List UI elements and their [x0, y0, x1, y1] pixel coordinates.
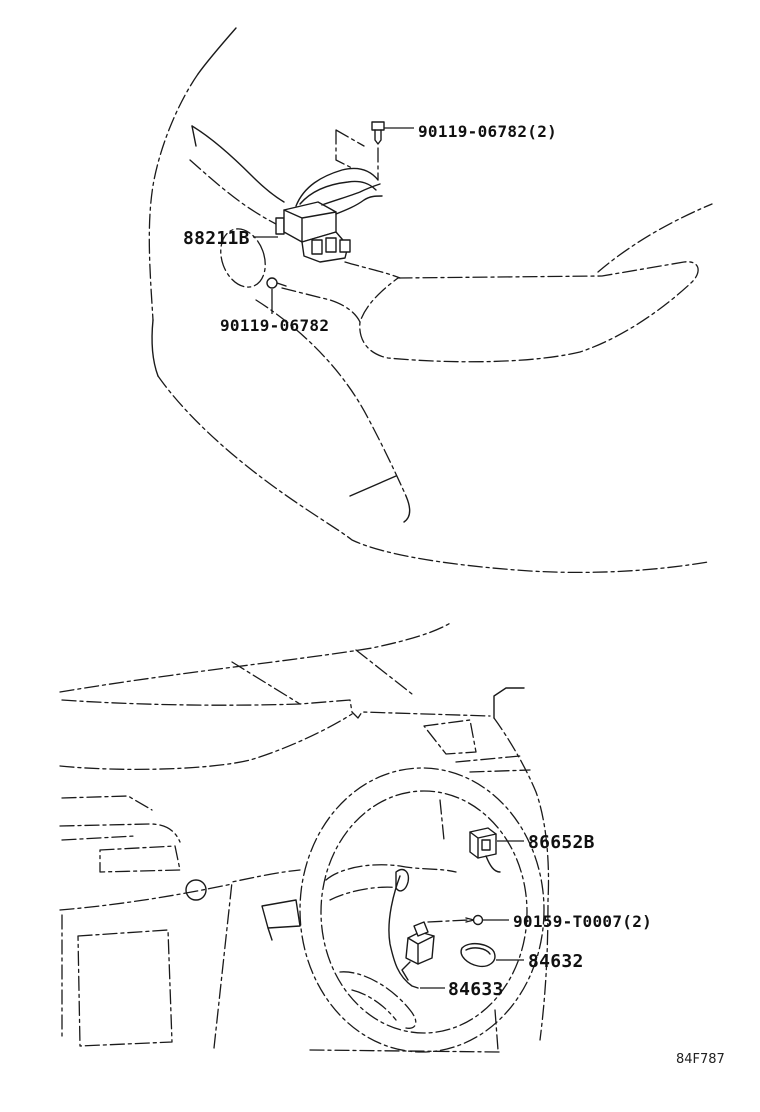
column-lever-stem	[267, 927, 273, 941]
sensor-connector-2	[325, 237, 337, 253]
harness-84633	[388, 875, 435, 989]
fender-outline	[148, 73, 199, 321]
center-panel	[77, 929, 173, 1047]
headlamp-upper-edge	[191, 125, 285, 203]
screw-wheel	[427, 914, 484, 926]
sensor-wire-4	[335, 195, 383, 215]
switch-86652b-wire	[485, 855, 501, 873]
center-panel-top	[59, 883, 233, 911]
pillar-line-solid	[197, 27, 237, 75]
spoke-left-upper	[325, 864, 457, 881]
label-screw-wheel: 90159-T0007(2)	[513, 912, 652, 931]
wheel-inner-rim	[320, 790, 528, 1034]
meter-hood-line-2	[469, 769, 531, 773]
bumper-line-end	[403, 495, 411, 523]
bumper-crease	[349, 475, 397, 497]
sensor-body-edges	[283, 209, 337, 243]
grille-upper-line	[344, 261, 401, 279]
switch-84632-body	[460, 942, 496, 968]
wheel-inner-line	[439, 799, 445, 841]
bumper-line	[255, 299, 407, 497]
meter-hood-line-1	[455, 755, 521, 763]
right-vent	[423, 719, 477, 755]
console-edge	[213, 869, 301, 1049]
label-harness: 84633	[448, 979, 504, 1000]
switch-86652b	[469, 827, 501, 873]
switch-86652b-button	[481, 839, 491, 851]
bracket-guide-lines	[335, 129, 379, 181]
harness-wire	[388, 875, 419, 989]
screw-wheel-guide	[427, 919, 469, 923]
left-dash-line-3	[61, 835, 136, 841]
screw-lower	[266, 277, 287, 289]
right-dash-corner	[493, 687, 525, 719]
steering-wheel	[299, 767, 545, 1053]
lower-body-sweep	[157, 375, 709, 574]
dash-top-edge	[59, 713, 353, 771]
label-screw-upper: 90119-06782(2)	[418, 122, 557, 141]
screw-lower-shank	[276, 282, 287, 287]
dashboard-illustration	[59, 621, 550, 1053]
defroster-line-right	[355, 649, 413, 695]
headlamp-corner	[191, 125, 197, 147]
hood-outline	[359, 261, 699, 363]
fog-lamp-outline	[220, 228, 266, 288]
wheel-outer-rim	[299, 767, 545, 1053]
spoke-bottom-outer	[339, 971, 417, 1029]
column-right-line	[494, 1009, 499, 1051]
screw-upper-shank	[374, 129, 382, 145]
label-switch-upper: 86652B	[528, 832, 595, 853]
screw-wheel-head	[472, 914, 484, 926]
front-body-illustration	[148, 27, 713, 574]
spoke-bottom-inner	[351, 989, 397, 1021]
grille-lower-line	[281, 287, 361, 323]
spoke-left-lower	[329, 886, 401, 901]
sensor-tab	[275, 217, 285, 235]
label-screw-lower: 90119-06782	[220, 316, 329, 335]
left-dash-line-1	[61, 795, 153, 811]
column-lever	[261, 899, 301, 929]
windshield-top	[59, 621, 453, 693]
label-switch-lower: 84632	[528, 951, 584, 972]
left-dash-line-2	[59, 823, 181, 843]
screw-upper	[371, 121, 385, 145]
switch-84632-detail	[465, 947, 491, 955]
fender-edge-solid	[151, 319, 159, 377]
sensor-wire-3	[321, 183, 381, 206]
knob	[185, 879, 207, 901]
dash-ridge	[61, 699, 491, 719]
right-dash-side	[493, 717, 550, 1041]
defroster-line-left	[231, 661, 301, 705]
sensor-connector-1	[311, 239, 323, 255]
harness-bracket-edges	[407, 935, 435, 965]
hub-connector	[395, 868, 410, 892]
switch-86652b-edges	[469, 831, 497, 859]
screw-upper-head	[371, 121, 385, 131]
sensor-connector-3	[339, 239, 351, 253]
screw-lower-head	[266, 277, 278, 289]
figure-code: 84F787	[676, 1052, 725, 1067]
sensor-part-88211b	[275, 167, 383, 263]
headlamp-lower-edge	[189, 159, 277, 225]
switch-84632	[460, 942, 496, 968]
label-sensor: 88211B	[183, 228, 250, 249]
harness-connector	[413, 921, 429, 937]
harness-bracket	[405, 931, 435, 965]
harness-branch	[401, 961, 411, 981]
sensor-wire-1	[295, 167, 379, 207]
sensor-wire-2	[299, 180, 377, 205]
windshield-base	[597, 203, 713, 273]
left-vent	[99, 845, 181, 873]
